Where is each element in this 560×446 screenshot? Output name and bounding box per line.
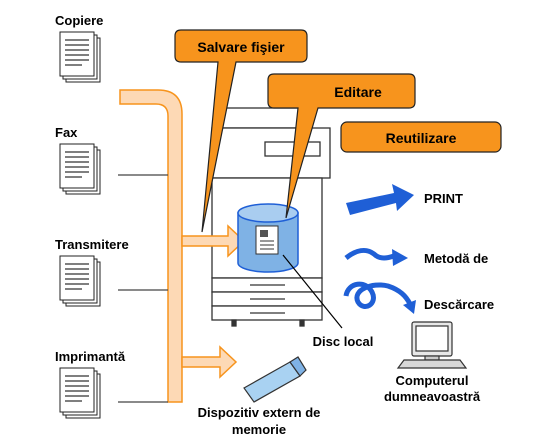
transmit-docs-icon <box>59 255 101 307</box>
computer-label-line2: dumneavoastră <box>384 389 481 404</box>
source-label-copy: Copiere <box>55 13 103 28</box>
print-arrow-icon <box>346 184 414 215</box>
usb-label-line1: Dispozitiv extern de <box>198 405 321 420</box>
flow-channel <box>119 89 183 403</box>
download-loop-icon <box>343 281 416 314</box>
local-disk-label: Disc local <box>313 334 374 349</box>
callout-edit: Editare <box>267 73 416 219</box>
output-method-label: Metodă de <box>424 251 488 266</box>
callout-save: Salvare fişier <box>174 29 308 233</box>
computer-label-line1: Computerul <box>396 373 469 388</box>
printer-docs-icon <box>59 367 101 419</box>
method-squiggle-icon <box>344 248 408 266</box>
usb-label-line2: memorie <box>232 422 286 437</box>
source-label-fax: Fax <box>55 125 78 140</box>
output-download-label: Descărcare <box>424 297 494 312</box>
usb-stick-icon <box>243 356 307 403</box>
callout-reuse: Reutilizare <box>340 121 502 153</box>
callout-edit-label: Editare <box>334 84 382 100</box>
source-label-printer: Imprimantă <box>55 349 126 364</box>
output-print-label: PRINT <box>424 191 463 206</box>
source-label-transmit: Transmitere <box>55 237 129 252</box>
callout-save-label: Salvare fişier <box>197 39 285 55</box>
copy-docs-icon <box>59 31 101 83</box>
flow-to-usb-arrow <box>181 345 238 379</box>
fax-docs-icon <box>59 143 101 195</box>
flow-to-disk-arrow <box>181 224 246 258</box>
callout-reuse-label: Reutilizare <box>386 130 457 146</box>
computer-icon <box>396 321 468 369</box>
local-disk-icon <box>237 203 299 273</box>
